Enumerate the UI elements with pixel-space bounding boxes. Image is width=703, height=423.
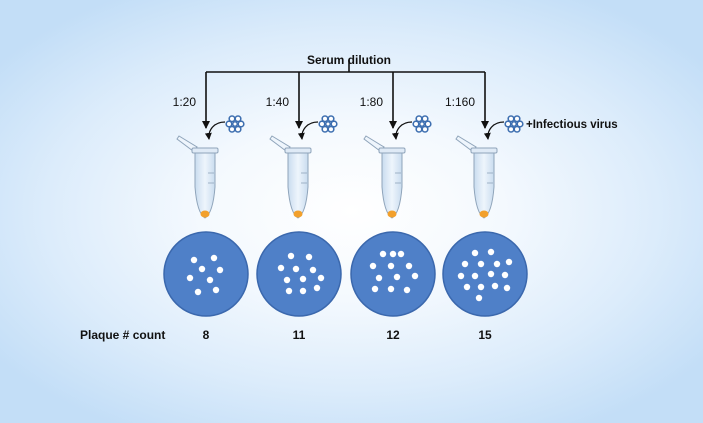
plaque <box>317 274 325 282</box>
tube-icon <box>455 135 498 219</box>
plaque <box>457 272 465 280</box>
plaque <box>475 294 483 302</box>
plaque <box>403 286 411 294</box>
plaque <box>501 271 509 279</box>
plaque <box>405 262 413 270</box>
plaque <box>477 283 485 291</box>
virus-add-arrow <box>391 121 413 140</box>
tube-pellet <box>387 210 397 218</box>
plaque <box>389 250 397 258</box>
plaque <box>487 248 495 256</box>
plaque <box>393 273 401 281</box>
plaque <box>505 258 513 266</box>
plaque <box>369 262 377 270</box>
virus-particle-icon <box>225 115 245 133</box>
plaque <box>387 262 395 270</box>
plaque <box>283 276 291 284</box>
plaque <box>375 274 383 282</box>
plaque <box>487 270 495 278</box>
plaque <box>190 256 198 264</box>
plaque <box>493 260 501 268</box>
plaque-count-label: Plaque # count <box>80 328 165 342</box>
virus-particle-icon <box>504 115 524 133</box>
plaque <box>411 272 419 280</box>
plaque <box>305 253 313 261</box>
plaque-plate <box>350 231 436 317</box>
plaque <box>503 284 511 292</box>
infectious-virus-label: +Infectious virus <box>526 119 618 131</box>
plaque <box>477 260 485 268</box>
plaque <box>299 287 307 295</box>
dilution-label: 1:160 <box>445 95 475 109</box>
dilution-label: 1:80 <box>360 95 384 109</box>
plaque <box>379 250 387 258</box>
dilution-tree <box>206 60 485 73</box>
tube-icon <box>269 135 312 219</box>
tube-icon <box>363 135 406 219</box>
dilution-label: 1:40 <box>266 95 290 109</box>
tube-pellet <box>293 210 303 218</box>
plaque <box>216 266 224 274</box>
plaque <box>198 265 206 273</box>
tube-pellet <box>479 210 489 218</box>
plaque <box>387 285 395 293</box>
plaque <box>212 286 220 294</box>
plaque-count-value: 11 <box>293 328 306 342</box>
virus-add-arrow <box>297 121 319 140</box>
plaque-plate <box>256 231 342 317</box>
plaque <box>309 266 317 274</box>
plaque <box>463 283 471 291</box>
plaque-count-value: 12 <box>386 328 400 342</box>
plaque <box>292 265 300 273</box>
plaque <box>491 282 499 290</box>
serum-dilution-title: Serum dilution <box>307 53 391 67</box>
plaque <box>313 284 321 292</box>
plaque-plate <box>163 231 249 317</box>
tube-icon <box>176 135 219 219</box>
dilution-column: 1:160 15 <box>442 72 528 342</box>
virus-particle-icon <box>318 115 338 133</box>
plaque-plate <box>442 231 528 317</box>
plaque-count-value: 8 <box>203 328 210 342</box>
plaque <box>371 285 379 293</box>
plaque <box>186 274 194 282</box>
virus-add-arrow <box>204 121 226 140</box>
plaque <box>397 250 405 258</box>
plaque <box>287 252 295 260</box>
virus-add-arrow <box>483 121 505 140</box>
plaque <box>461 260 469 268</box>
dilution-column: 1:80 12 <box>350 72 436 342</box>
dilution-label: 1:20 <box>173 95 197 109</box>
virus-particle-icon <box>412 115 432 133</box>
plaque-count-value: 15 <box>478 328 492 342</box>
plaque <box>285 287 293 295</box>
plaque <box>194 288 202 296</box>
tube-pellet <box>200 210 210 218</box>
plaque <box>206 276 214 284</box>
plaque <box>299 275 307 283</box>
plaque <box>471 249 479 257</box>
plaque <box>210 254 218 262</box>
plaque <box>471 272 479 280</box>
plaque <box>277 264 285 272</box>
dilution-column: 1:40 11 <box>256 72 342 342</box>
dilution-column: 1:20 8 <box>163 72 249 342</box>
